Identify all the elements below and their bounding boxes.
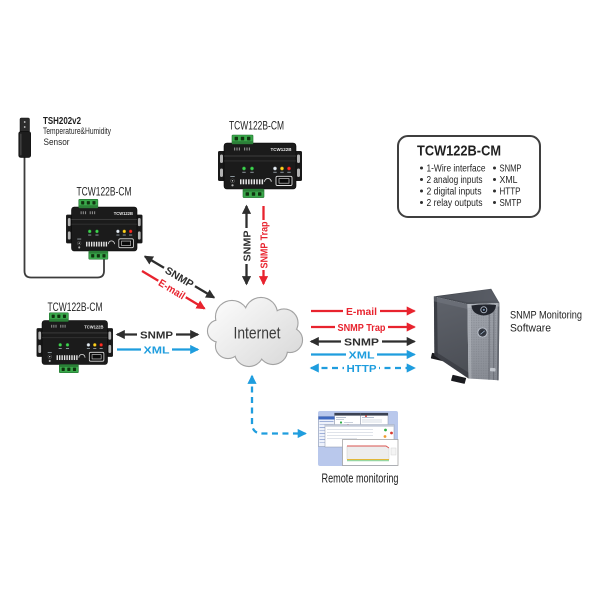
link-server-snmptrap-label: SNMP Trap	[338, 322, 386, 334]
feature-box-frame	[397, 135, 541, 218]
feature-item: 2 analog inputs	[427, 175, 483, 186]
link-device3-xml: XML	[117, 344, 200, 356]
feature-item: 2 relay outputs	[427, 198, 483, 209]
internet-cloud: Internet	[206, 296, 304, 368]
server-label-line1: SNMP Monitoring	[510, 310, 582, 322]
feature-item: 1-Wire interface	[427, 164, 486, 175]
link-device2-snmp: SNMP	[241, 204, 253, 286]
device-1: TCW122B-CM TCW122B	[65, 186, 143, 260]
link-server-email-label: E-mail	[346, 306, 377, 318]
link-remote-monitoring	[247, 374, 307, 439]
link-device3-snmp-label: SNMP	[140, 329, 173, 341]
link-device2-snmptrap-label: SNMP Trap	[258, 222, 270, 269]
link-server-email: E-mail	[311, 305, 416, 318]
feature-item: XML	[500, 175, 518, 186]
device-3-label: TCW122B-CM	[48, 301, 103, 314]
link-server-http-label: HTTP	[347, 363, 377, 375]
feature-item: SMTP	[500, 198, 522, 209]
device-2: TCW122B-CM TCW122B	[217, 120, 303, 199]
sensor-body	[18, 131, 31, 158]
server-label-line2: Software	[510, 323, 551, 335]
link-server-snmp: SNMP	[309, 336, 416, 348]
cloud-label: Internet	[234, 325, 281, 343]
link-server-snmp-label: SNMP	[344, 336, 379, 348]
device-2-label: TCW122B-CM	[229, 120, 284, 133]
link-server-xml-label: XML	[349, 349, 376, 361]
link-server-snmptrap: SNMP Trap	[311, 321, 416, 334]
sensor-subtitle-line1: Temperature&Humidity	[43, 126, 111, 136]
remote-monitoring-thumbnail	[318, 411, 399, 466]
sensor-cable	[23, 157, 105, 279]
sensor-title: TSH202v2	[43, 115, 81, 127]
device-1-label: TCW122B-CM	[77, 186, 132, 199]
link-server-http: HTTP	[309, 362, 416, 375]
feature-box-right-column: SNMP XML HTTP SMTP	[493, 164, 522, 209]
sensor-head	[19, 117, 30, 133]
link-device2-snmp-label: SNMP	[241, 231, 253, 262]
device-1-body-label: TCW122B	[114, 211, 134, 216]
feature-box: TCW122B-CM 1-Wire interface 2 analog inp…	[397, 135, 541, 218]
feature-item: SNMP	[500, 164, 522, 175]
device-3-body-label: TCW122B	[84, 324, 104, 329]
feature-item: HTTP	[500, 187, 521, 198]
link-device3-snmp: SNMP	[115, 329, 200, 341]
feature-item: 2 digital inputs	[427, 187, 482, 198]
device-2-body-label: TCW122B	[271, 147, 293, 153]
sensor-tsh202v2	[18, 117, 105, 279]
device-3: TCW122B-CM TCW122B	[36, 301, 114, 374]
feature-box-left-column: 1-Wire interface 2 analog inputs 2 digit…	[420, 164, 486, 209]
link-device3-xml-label: XML	[144, 344, 171, 356]
link-device2-snmptrap: SNMP Trap	[258, 206, 270, 286]
server-tower	[430, 288, 500, 384]
sensor-subtitle-line2: Sensor	[44, 137, 70, 147]
feature-box-title: TCW122B-CM	[417, 143, 501, 160]
link-server-xml: XML	[311, 349, 416, 361]
remote-monitoring-label: Remote monitoring	[322, 472, 399, 486]
